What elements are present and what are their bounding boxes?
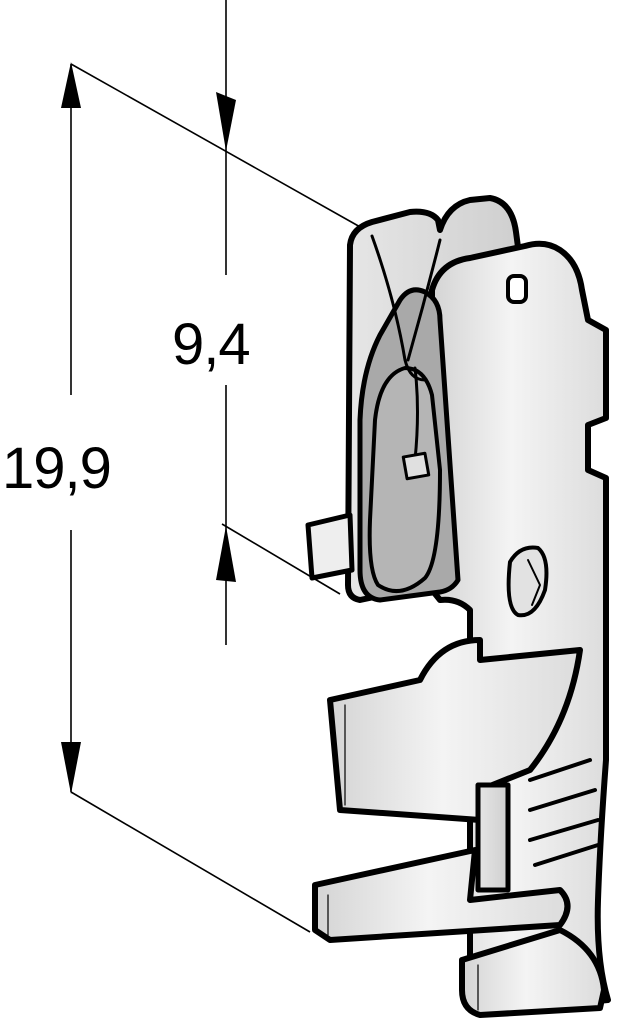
- arrow-up-icon: [61, 62, 81, 108]
- arrow-up-icon: [216, 526, 236, 582]
- arrow-down-icon: [61, 742, 81, 794]
- dimension-label-overall: 19,9: [2, 436, 112, 501]
- dimension-label-upper: 9,4: [172, 312, 251, 377]
- dimension-overall-height: [70, 63, 363, 933]
- arrow-down-icon: [216, 92, 236, 151]
- connector-body: [305, 195, 611, 1018]
